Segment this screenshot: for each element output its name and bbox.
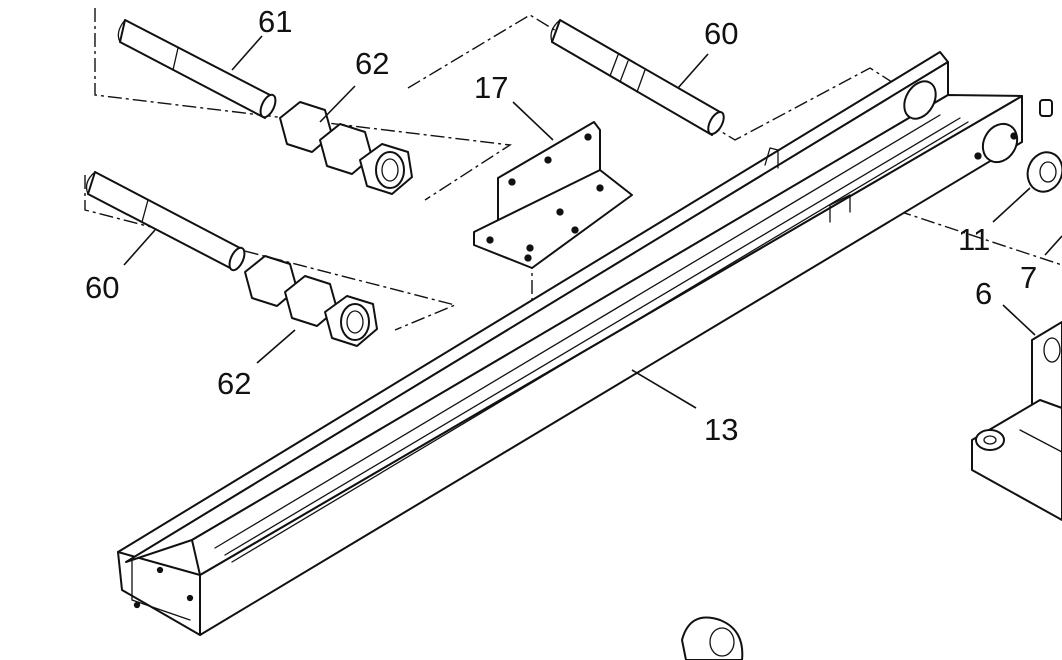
- shaft-part-60-left: [85, 171, 246, 272]
- channel-rail-part-13: [117, 51, 1023, 636]
- housing-part-6: [971, 321, 1062, 521]
- callout-labels: 61 62 60 17 60 62 13 11 7 6: [85, 4, 1037, 447]
- shaft-part-60-top: [550, 19, 725, 136]
- shaft-part-61: [117, 19, 277, 119]
- callout-61: 61: [258, 4, 292, 39]
- bearing-part-11: [1026, 99, 1062, 193]
- callout-11: 11: [958, 222, 990, 257]
- mounting-bracket-part-17: [473, 121, 633, 269]
- callout-60-top: 60: [704, 16, 738, 51]
- callout-60-left: 60: [85, 270, 119, 305]
- callout-62-top: 62: [355, 46, 389, 81]
- callout-13: 13: [704, 412, 738, 447]
- callout-6: 6: [975, 276, 992, 311]
- callout-62-bottom: 62: [217, 366, 251, 401]
- nut-stack-part-62-bottom: [244, 255, 378, 347]
- callout-leader-lines: [123, 35, 1062, 409]
- callout-17: 17: [474, 70, 508, 105]
- callout-7: 7: [1020, 260, 1037, 295]
- nut-stack-part-62-top: [279, 101, 413, 195]
- clip-part-bottom: [681, 616, 744, 660]
